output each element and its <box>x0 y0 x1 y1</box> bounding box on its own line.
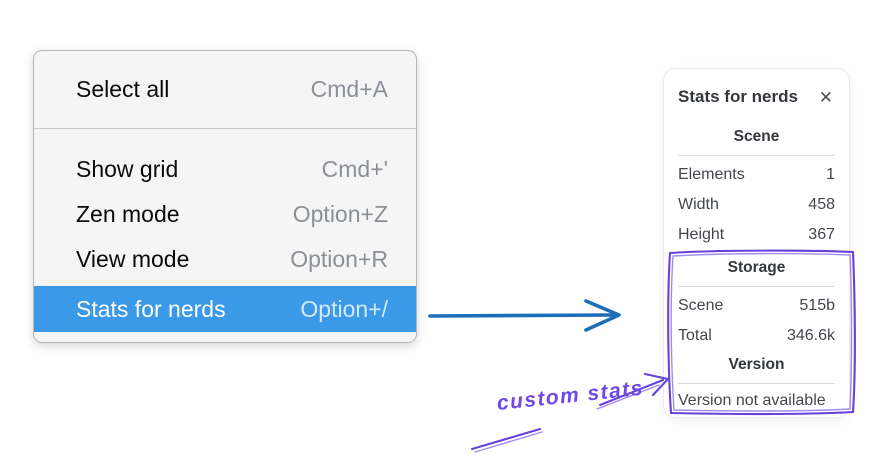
section-heading-scene: Scene <box>733 128 780 145</box>
menu-item-show-grid[interactable]: Show grid Cmd+' <box>34 147 416 192</box>
stat-label: Width <box>678 196 719 213</box>
stat-value: 346.6k <box>786 327 835 344</box>
stats-panel: Stats for nerds ✕ Scene Elements 1 Width… <box>663 68 850 418</box>
stats-panel-header: Stats for nerds ✕ <box>678 85 835 109</box>
menu-item-label: Zen mode <box>76 201 180 227</box>
stat-label: Elements <box>678 166 745 183</box>
menu-divider <box>34 128 416 129</box>
stat-label: Scene <box>678 297 724 314</box>
close-icon[interactable]: ✕ <box>818 87 833 107</box>
stat-row-height: Height 367 <box>678 220 835 250</box>
stat-label: Height <box>678 226 725 243</box>
annotation-arrow-tail <box>470 427 543 453</box>
section-divider <box>678 155 835 156</box>
menu-section-top: Select all Cmd+A <box>34 51 416 128</box>
menu-item-zen-mode[interactable]: Zen mode Option+Z <box>34 192 416 237</box>
stat-row-elements: Elements 1 <box>678 160 835 190</box>
menu-item-shortcut: Cmd+A <box>310 76 388 102</box>
menu-item-shortcut: Option+/ <box>300 295 388 322</box>
stat-value: 458 <box>808 196 835 213</box>
menu-item-label: Show grid <box>76 156 179 182</box>
context-menu: Select all Cmd+A Show grid Cmd+' Zen mod… <box>33 50 417 343</box>
stat-value: 1 <box>826 166 835 183</box>
menu-item-view-mode[interactable]: View mode Option+R <box>34 237 416 282</box>
section-divider <box>678 286 835 287</box>
flow-arrow <box>428 299 621 332</box>
stats-panel-title: Stats for nerds <box>678 87 798 106</box>
menu-item-select-all[interactable]: Select all Cmd+A <box>34 67 416 112</box>
section-heading-version: Version <box>728 356 785 373</box>
version-note: Version not available <box>678 392 826 409</box>
menu-item-stats-for-nerds[interactable]: Stats for nerds Option+/ <box>34 286 416 332</box>
menu-section-bottom: Show grid Cmd+' Zen mode Option+Z View m… <box>34 129 416 342</box>
stat-value: 367 <box>808 226 835 243</box>
stat-row-total-storage: Total 346.6k <box>678 321 835 351</box>
section-heading-storage: Storage <box>727 259 786 276</box>
custom-stats-annotation: custom stats <box>495 376 645 415</box>
menu-item-label: View mode <box>76 246 190 272</box>
menu-item-label: Stats for nerds <box>76 295 226 322</box>
menu-item-shortcut: Option+R <box>290 246 388 272</box>
menu-item-shortcut: Option+Z <box>292 201 388 227</box>
stat-row-width: Width 458 <box>678 190 835 220</box>
stat-value: 515b <box>799 297 835 314</box>
menu-item-shortcut: Cmd+' <box>321 156 388 182</box>
stat-label: Total <box>678 327 712 344</box>
menu-item-label: Select all <box>76 76 170 102</box>
section-divider <box>678 383 835 384</box>
stat-row-scene-storage: Scene 515b <box>678 291 835 321</box>
